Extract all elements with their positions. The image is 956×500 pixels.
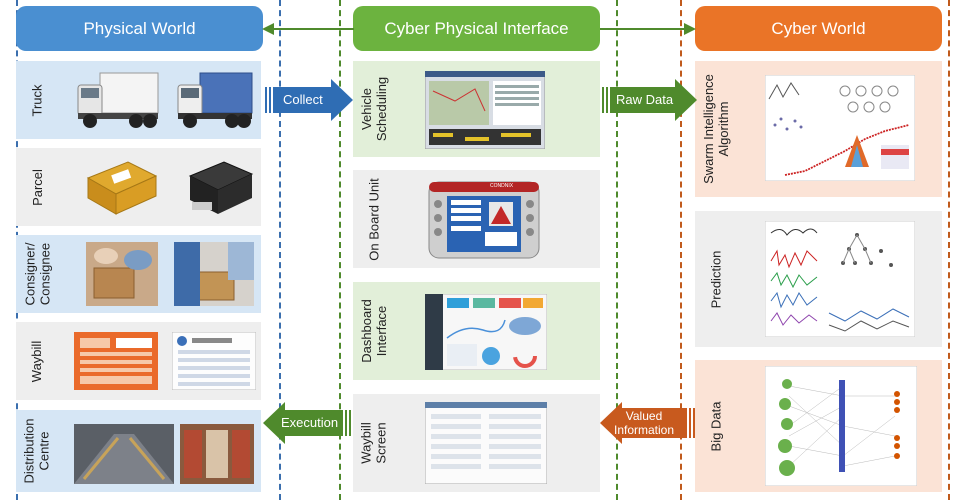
header-physical-world: Physical World <box>16 6 263 51</box>
panel-consigner-consignee: Consigner/ Consignee <box>16 235 261 313</box>
consigner-photo-2 <box>174 242 254 306</box>
divider-interface-right <box>616 0 618 500</box>
label-waybill-screen: Waybill Screen <box>358 422 389 464</box>
vehicle-scheduling-screenshot <box>425 71 545 149</box>
panel-waybill-screen: Waybill Screen <box>353 394 600 492</box>
panel-parcel: Parcel <box>16 148 261 226</box>
panel-on-board-unit: On Board Unit CONDNIX <box>353 170 600 268</box>
parcel-image-1 <box>86 161 158 215</box>
distribution-photo-1 <box>74 424 174 484</box>
big-data-network <box>765 366 917 486</box>
on-board-unit-device <box>428 181 540 259</box>
waybill-screen-screenshot <box>425 402 547 484</box>
panel-waybill: Waybill <box>16 322 261 400</box>
divider-cyber-left <box>680 0 682 500</box>
panel-prediction: Prediction <box>695 211 942 347</box>
label-dashboard-interface: Dashboard Interface <box>359 299 390 363</box>
header-cyber-physical-interface: Cyber Physical Interface <box>353 6 600 51</box>
waybill-white-image <box>172 332 256 390</box>
execution-label: Execution <box>281 415 339 430</box>
obu-brand-text: CONDNIX <box>490 183 514 189</box>
label-prediction: Prediction <box>708 250 724 308</box>
panel-vehicle-scheduling: Vehicle Scheduling <box>353 61 600 157</box>
distribution-photo-2 <box>180 424 254 484</box>
panel-big-data: Big Data <box>695 360 942 492</box>
header-physical-label: Physical World <box>83 18 196 38</box>
divider-physical-right <box>279 0 281 500</box>
swarm-algorithm-figures <box>765 75 915 181</box>
header-cyber-label: Cyber World <box>771 18 866 38</box>
parcel-image-2 <box>188 161 254 214</box>
panel-distribution-centre: Distribution Centre <box>16 410 261 492</box>
valued-information-arrow: Valued Information <box>600 402 697 444</box>
label-consigner-consignee: Consigner/ Consignee <box>22 242 52 306</box>
label-parcel: Parcel <box>29 168 45 206</box>
collect-arrow: Collect <box>263 79 353 121</box>
header-cyber-world: Cyber World <box>695 6 942 51</box>
panel-dashboard-interface: Dashboard Interface <box>353 282 600 380</box>
label-waybill: Waybill <box>29 340 45 382</box>
header-connector-arrows <box>262 23 696 35</box>
raw-data-label: Raw Data <box>616 92 674 107</box>
label-truck: Truck <box>29 83 45 117</box>
label-big-data: Big Data <box>708 401 724 451</box>
panel-swarm-intelligence: Swarm Intelligence Algorithm <box>695 61 942 197</box>
collect-label: Collect <box>283 92 323 107</box>
waybill-orange-image <box>74 332 158 390</box>
label-swarm-intelligence: Swarm Intelligence Algorithm <box>701 74 732 184</box>
divider-interface-left <box>339 0 341 500</box>
truck-image-2 <box>177 72 253 128</box>
divider-cyber-right <box>948 0 950 500</box>
consigner-photo-1 <box>86 242 158 306</box>
label-on-board-unit: On Board Unit <box>366 177 382 261</box>
valued-information-label: Valued Information <box>614 409 675 437</box>
execution-arrow: Execution <box>263 402 353 444</box>
panel-truck: Truck <box>16 61 261 139</box>
header-interface-label: Cyber Physical Interface <box>384 18 569 38</box>
truck-image-1 <box>77 72 159 128</box>
dashboard-screenshot <box>425 294 547 370</box>
label-vehicle-scheduling: Vehicle Scheduling <box>359 76 390 142</box>
label-distribution-centre: Distribution Centre <box>22 418 52 484</box>
prediction-figures <box>765 221 915 337</box>
raw-data-arrow: Raw Data <box>600 79 697 121</box>
